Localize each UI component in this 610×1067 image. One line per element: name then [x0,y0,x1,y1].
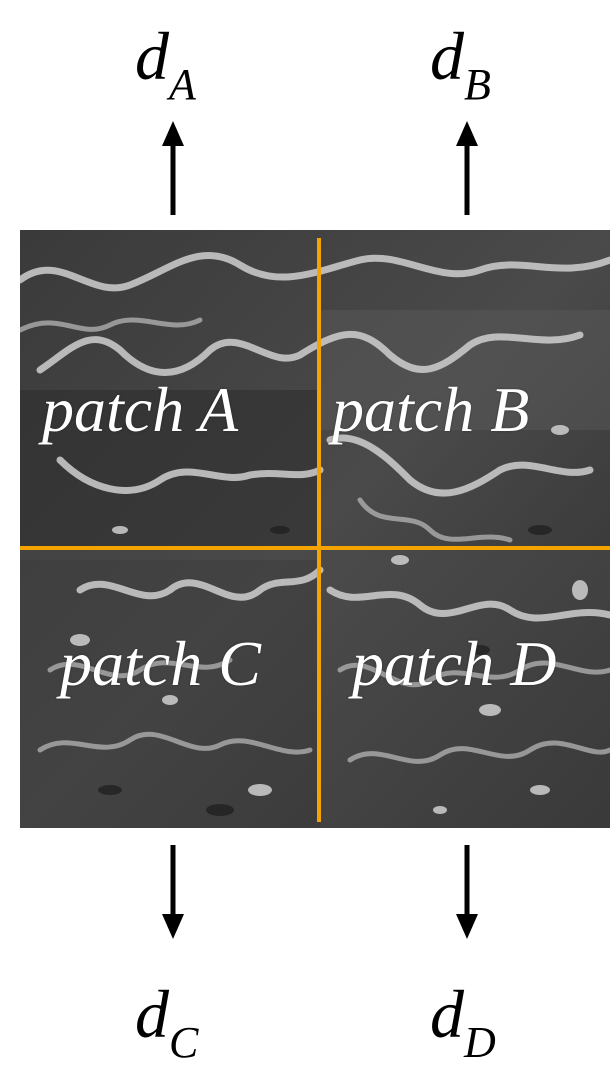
patch-d-label: patch D [352,628,557,699]
arrow-up-b [456,121,478,215]
patch-a-label: patch A [42,374,239,445]
label-d-d: dD [430,976,496,1067]
label-d-c: dC [135,976,199,1067]
patch-b-label: patch B [332,374,530,445]
texture-svg [20,230,610,828]
texture-image: patch A patch B patch C patch D [20,230,610,828]
label-d-b: dB [430,18,491,109]
patch-c-label: patch C [60,628,261,699]
arrow-down-d [456,845,478,939]
label-d-a: dA [135,18,196,109]
arrow-up-a [162,121,184,215]
arrow-down-c [162,845,184,939]
